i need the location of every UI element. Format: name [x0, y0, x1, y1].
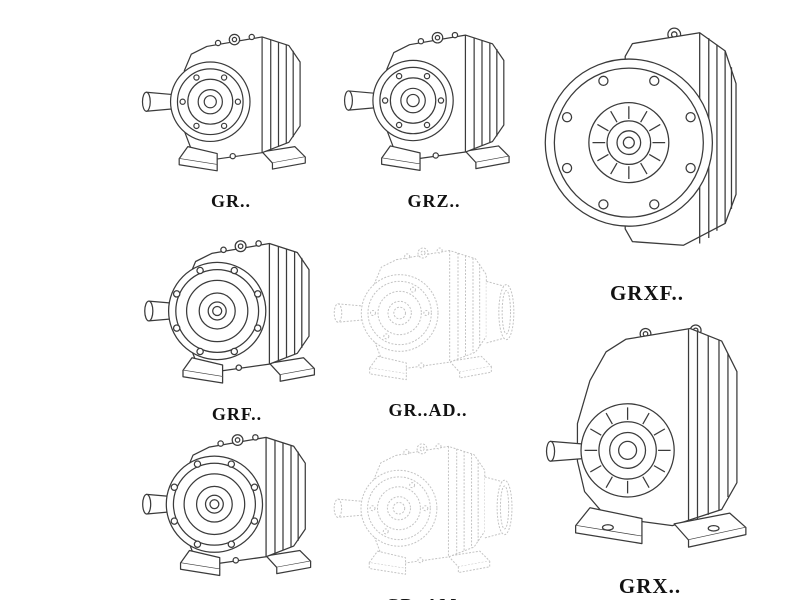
gearbox-label-gr-am: GR..AM.. — [386, 595, 469, 600]
figure-grz: GRZ.. — [338, 22, 530, 212]
gearbox-label-gr-ad: GR..AD.. — [388, 400, 468, 420]
figure-gr: GR.. — [136, 24, 326, 212]
gearbox-label-grz: GRZ.. — [407, 191, 461, 212]
flange-output-foot-gearbox-icon — [136, 424, 332, 584]
gearbox-label-grx: GRX.. — [618, 573, 682, 598]
gearbox-label-gr-f: GR..F — [208, 596, 260, 600]
phantom-gearbox-with-motor-flange-icon — [328, 434, 526, 583]
figure-gr-f: GR..F — [136, 424, 332, 600]
figure-gr-am: GR..AM.. — [328, 434, 526, 600]
flange-mounted-gearbox-front-icon — [538, 20, 756, 265]
phantom-gearbox-with-input-adapter-icon — [328, 238, 528, 388]
figure-grxf: GRXF.. — [538, 20, 756, 306]
foot-mounted-helical-gearbox-icon — [136, 24, 326, 179]
figure-gr-ad: GR..AD.. — [328, 238, 528, 421]
flange-output-foot-gearbox-icon — [138, 230, 336, 392]
figure-grf: GRF.. — [138, 230, 336, 425]
foot-mounted-helical-gearbox-icon — [338, 22, 530, 179]
gearbox-label-grxf: GRXF.. — [609, 281, 685, 306]
gearbox-label-grf: GRF.. — [211, 404, 263, 424]
gearbox-label-gr: GR.. — [211, 191, 251, 212]
large-foot-mounted-gearbox-icon — [538, 316, 762, 558]
figure-grx: GRX.. — [538, 316, 762, 599]
